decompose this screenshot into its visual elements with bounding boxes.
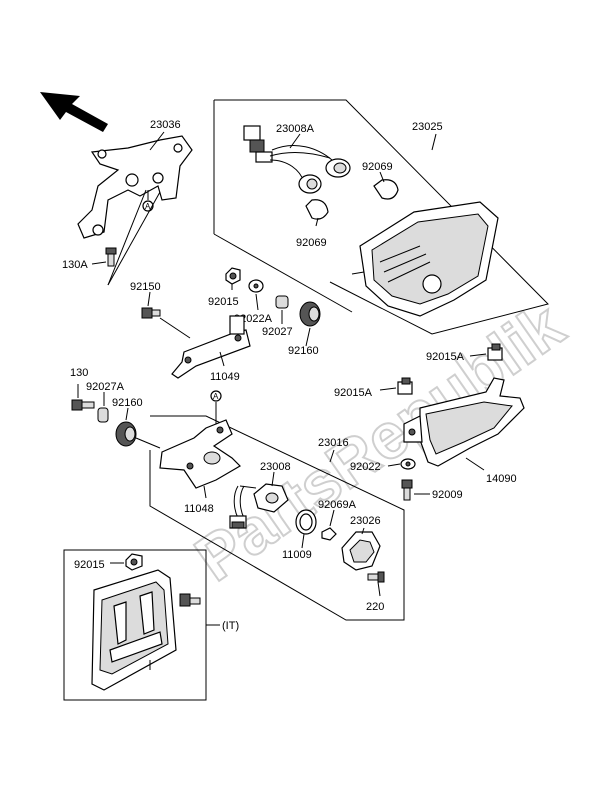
front-direction-arrow-icon xyxy=(40,92,108,132)
nut-92015a-upper xyxy=(487,343,503,361)
bolt-plate xyxy=(179,593,201,607)
collar-92027 xyxy=(275,295,289,309)
bracket-11049 xyxy=(171,315,251,379)
label-92160-lower: 92160 xyxy=(112,397,143,409)
license-light-assembly-outline xyxy=(149,415,405,621)
taillight-housing xyxy=(351,201,499,317)
lens-23026 xyxy=(341,531,381,571)
nut-92015 xyxy=(225,267,241,285)
label-23026: 23026 xyxy=(350,515,381,527)
socket-23008 xyxy=(229,483,289,529)
gasket-11009 xyxy=(295,509,317,535)
harness-23008a xyxy=(243,125,351,194)
svg-text:A: A xyxy=(145,202,151,211)
washer-92022a xyxy=(248,279,264,293)
label-92015-a: 92015 xyxy=(208,296,239,308)
bracket-23036 xyxy=(77,135,193,239)
grommet-92160-lower xyxy=(115,421,137,447)
label-92027: 92027 xyxy=(262,326,293,338)
label-92069-upper: 92069 xyxy=(362,161,393,173)
bulb-92069-upper xyxy=(373,179,399,200)
nut-92015-b xyxy=(125,553,143,571)
label-it: (IT) xyxy=(222,620,239,632)
label-92150: 92150 xyxy=(130,281,161,293)
bulb-92069a xyxy=(321,527,337,541)
label-130: 130 xyxy=(70,367,88,379)
grommet-92160-upper xyxy=(299,301,321,327)
label-11009: 11009 xyxy=(282,549,312,561)
label-92015-b: 92015 xyxy=(74,559,105,571)
label-23008a: 23008A xyxy=(276,123,315,135)
label-92015a-upper: 92015A xyxy=(426,351,465,363)
label-11048: 11048 xyxy=(184,503,214,515)
reference-a-marker-2: A xyxy=(210,390,222,428)
label-14090: 14090 xyxy=(486,473,517,485)
label-92069-lower: 92069 xyxy=(296,237,327,249)
label-92015a-lower: 92015A xyxy=(334,387,373,399)
label-92022: 92022 xyxy=(350,461,381,473)
label-220: 220 xyxy=(366,601,384,613)
bolt-130a xyxy=(105,247,117,267)
label-23008: 23008 xyxy=(260,461,291,473)
screw-220 xyxy=(367,571,385,583)
bolt-92150 xyxy=(141,307,161,319)
fender-14090 xyxy=(403,377,525,467)
collar-92027a xyxy=(97,407,109,423)
nut-92015a-lower xyxy=(397,377,413,395)
washer-92022 xyxy=(400,458,416,470)
label-130a: 130A xyxy=(62,259,88,271)
taillight-assembly-outline xyxy=(213,99,549,335)
label-23025: 23025 xyxy=(412,121,443,133)
label-92027a: 92027A xyxy=(86,381,125,393)
label-92160-upper: 92160 xyxy=(288,345,319,357)
bolt-130 xyxy=(71,399,95,411)
bolt-92009 xyxy=(401,479,413,501)
label-23036: 23036 xyxy=(150,119,181,131)
bracket-11048 xyxy=(159,419,241,489)
label-23016: 23016 xyxy=(318,437,349,449)
bulb-92069-lower xyxy=(305,199,329,220)
svg-text:A: A xyxy=(213,392,219,401)
label-92009: 92009 xyxy=(432,489,463,501)
label-11049: 11049 xyxy=(210,371,240,383)
label-92069a: 92069A xyxy=(318,499,357,511)
license-plate-bracket xyxy=(91,569,177,691)
